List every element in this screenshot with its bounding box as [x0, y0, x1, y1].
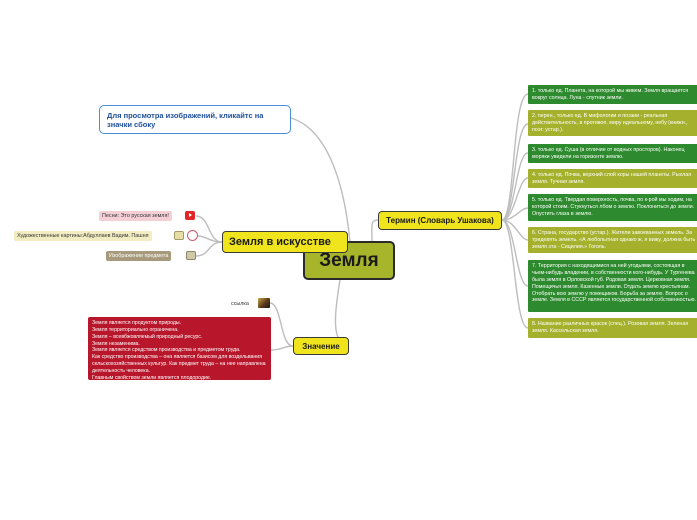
art-song-label: Песни: Это русская земля! [102, 213, 169, 219]
meaning-link-chip[interactable]: ссылка [228, 299, 252, 309]
term-item-7[interactable]: 7. Территория с находящимися на ней угод… [528, 260, 697, 312]
term-item-3[interactable]: 3. только ед. Суша (в отличие от водных … [528, 144, 697, 163]
topic-terms-label: Термин (Словарь Ушакова) [386, 216, 494, 225]
term-item-7-text: 7. Территория с находящимися на ней угод… [532, 263, 696, 303]
term-item-4[interactable]: 4. только ед. Почва, верхний слой коры н… [528, 169, 697, 188]
art-images-chip[interactable]: Изображение предмета [106, 251, 171, 261]
term-item-6-text: 6. Страна, государство (устар.). Жители … [532, 230, 695, 250]
topic-terms[interactable]: Термин (Словарь Ушакова) [378, 211, 502, 230]
term-item-4-text: 4. только ед. Почва, верхний слой коры н… [532, 172, 691, 185]
youtube-icon[interactable] [185, 211, 195, 220]
topic-meaning[interactable]: Значение [293, 337, 349, 355]
topic-art-label: Земля в искусстве [229, 236, 331, 248]
image-icon[interactable] [186, 251, 196, 260]
art-paintings-chip[interactable]: Художественные картины:Абдуллаев Вадим. … [14, 231, 152, 241]
document-icon[interactable] [174, 231, 184, 240]
art-paintings-label: Художественные картины:Абдуллаев Вадим. … [17, 233, 149, 239]
term-item-5[interactable]: 5. только ед. Твердая поверхность, почва… [528, 194, 697, 221]
link-circle-icon[interactable] [187, 230, 198, 241]
term-item-1[interactable]: 1. только ед. Планета, на которой мы жив… [528, 85, 697, 104]
topic-meaning-label: Значение [302, 342, 339, 351]
term-item-2[interactable]: 2. перен., только ед. В мифологии и поэз… [528, 110, 697, 136]
term-item-8[interactable]: 8. Название различных красок (спец.). Ро… [528, 318, 697, 338]
term-item-5-text: 5. только ед. Твердая поверхность, почва… [532, 197, 694, 217]
meaning-text-box[interactable]: Земля является продуктом природы. Земля … [88, 317, 271, 380]
art-images-label: Изображение предмета [109, 253, 168, 259]
term-item-3-text: 3. только ед. Суша (в отличие от водных … [532, 147, 685, 160]
term-item-2-text: 2. перен., только ед. В мифологии и поэз… [532, 113, 688, 133]
photo-icon[interactable] [258, 298, 270, 308]
art-song-chip[interactable]: Песни: Это русская земля! [99, 211, 172, 221]
hint-note[interactable]: Для просмотра изображений, кликайтс на з… [99, 105, 291, 134]
meaning-text: Земля является продуктом природы. Земля … [92, 320, 266, 380]
term-item-6[interactable]: 6. Страна, государство (устар.). Жители … [528, 227, 697, 253]
topic-art[interactable]: Земля в искусстве [222, 231, 348, 253]
term-item-8-text: 8. Название различных красок (спец.). Ро… [532, 321, 688, 334]
hint-note-text: Для просмотра изображений, кликайтс на з… [107, 111, 263, 129]
term-item-1-text: 1. только ед. Планета, на которой мы жив… [532, 88, 688, 101]
meaning-link-label: ссылка [231, 301, 249, 307]
